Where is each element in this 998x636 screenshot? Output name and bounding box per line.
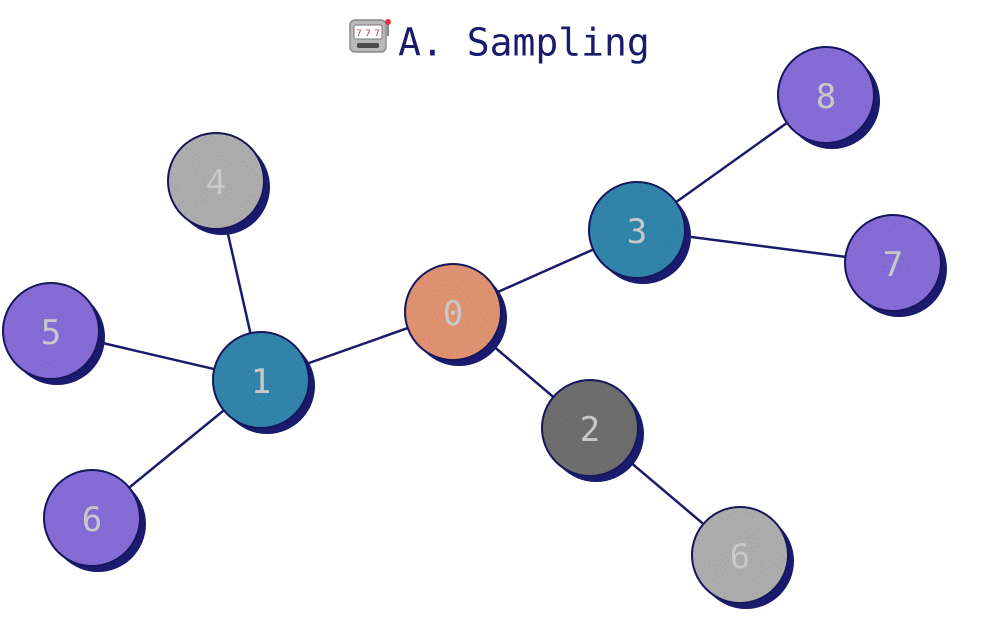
node-n0[interactable]: 0: [404, 263, 507, 366]
node-circle: [844, 214, 942, 312]
node-circle: [691, 506, 789, 604]
node-label: 3: [627, 212, 647, 252]
node-label: 4: [206, 163, 226, 203]
node-label: 5: [41, 313, 61, 353]
node-circle: [2, 282, 100, 380]
node-n5[interactable]: 5: [2, 282, 105, 385]
node-circle: [167, 132, 265, 230]
node-label: 6: [82, 500, 102, 540]
node-n8[interactable]: 8: [777, 46, 880, 149]
node-n7[interactable]: 7: [844, 214, 947, 317]
nodes-layer: 0 1 3 2 4 5 6 8 7 6: [2, 46, 947, 609]
node-n6b[interactable]: 6: [691, 506, 794, 609]
node-label: 1: [251, 362, 271, 402]
node-circle: [541, 379, 639, 477]
slot-machine-icon: 7 7 7: [348, 16, 392, 69]
node-n1[interactable]: 1: [212, 331, 315, 434]
svg-text:7: 7: [365, 29, 371, 39]
node-label: 0: [443, 294, 463, 334]
node-label: 2: [580, 410, 600, 450]
svg-text:7: 7: [356, 29, 362, 39]
node-label: 8: [816, 77, 836, 117]
node-circle: [43, 469, 141, 567]
diagram-title: 7 7 7 A. Sampling: [0, 14, 998, 69]
svg-text:7: 7: [374, 29, 380, 39]
node-n3[interactable]: 3: [588, 181, 691, 284]
node-n4[interactable]: 4: [167, 132, 270, 235]
node-circle: [588, 181, 686, 279]
node-circle: [777, 46, 875, 144]
node-circle: [404, 263, 502, 361]
node-n6a[interactable]: 6: [43, 469, 146, 572]
node-circle: [212, 331, 310, 429]
node-n2[interactable]: 2: [541, 379, 644, 482]
title-text: A. Sampling: [398, 20, 650, 65]
node-label: 6: [730, 537, 750, 577]
node-label: 7: [883, 245, 903, 285]
